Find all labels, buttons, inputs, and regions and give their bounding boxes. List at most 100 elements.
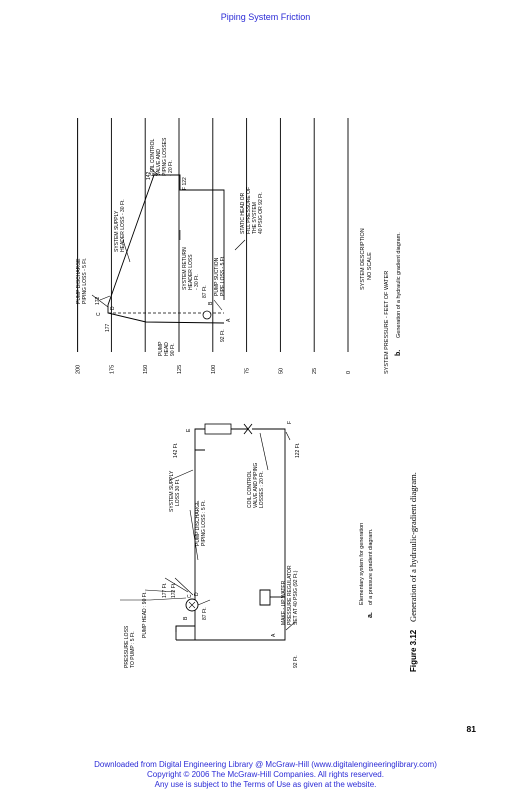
figure-caption-text: Generation of a hydraulic-gradient diagr… <box>408 472 418 622</box>
b-supply-1: SYSTEM SUPPLY <box>114 210 120 252</box>
leader-static-b <box>234 239 246 251</box>
b-pump-head-3: 90 Ft. <box>170 343 176 356</box>
b-v122: F 122 <box>182 177 188 190</box>
page-number: 81 <box>466 724 476 734</box>
b-v177: 177 <box>105 323 111 332</box>
b-suction-1: PUMP SUCTION <box>214 257 220 296</box>
pressure-tick-labels: 0 25 50 75 100 125 150 175 200 <box>76 365 352 374</box>
label-discharge-2: PIPING LOSS : 5 Ft. <box>201 500 207 546</box>
label-coil-3: LOSSES : 20 Ft. <box>259 471 265 508</box>
tick-label-0: 0 <box>346 371 352 374</box>
b-coil-4: - 20 Ft. <box>168 160 174 176</box>
tick-label-125: 125 <box>177 365 183 374</box>
b-point-d: D <box>110 306 116 310</box>
b-point-b: B <box>208 301 214 305</box>
label-supply-1: SYSTEM SUPPLY <box>169 470 175 512</box>
label-makeup-2: PRESSURE REGULATOR <box>287 565 293 625</box>
leader-supply <box>169 469 194 481</box>
point-f: F <box>287 421 293 424</box>
leader-pressure-loss <box>120 597 187 601</box>
leader-discharge <box>189 509 199 561</box>
leader-supply-b <box>122 239 131 263</box>
b-point-c: C <box>96 312 102 316</box>
makeup-regulator-symbol <box>259 589 271 606</box>
footer-line-1: Downloaded from Digital Engineering Libr… <box>94 760 437 769</box>
pipe-inlet <box>175 625 195 640</box>
b-static-1: STATIC HEAD OR <box>240 192 246 234</box>
footer-line-2: Copyright © 2006 The McGraw-Hill Compani… <box>147 770 384 779</box>
figure-caption: Figure 3.12 Generation of a hydraulic-gr… <box>408 472 418 672</box>
label-122: 122 Ft. <box>295 442 301 458</box>
point-c: C <box>187 594 193 598</box>
running-header: Piping System Friction <box>220 12 311 22</box>
label-discharge-1: PUMP DISCHARGE <box>195 500 201 546</box>
b-axis-label: SYSTEM PRESSURE - FEET OF WATER <box>384 271 390 374</box>
label-142: 142 Ft. <box>173 442 179 458</box>
b-point-a: A <box>226 318 232 322</box>
b-discharge-2: PIPING LOSS - 5 Ft. <box>82 258 88 304</box>
footer: Downloaded from Digital Engineering Libr… <box>0 760 531 790</box>
leader-87 <box>197 599 211 606</box>
leader-pump-head <box>144 589 176 593</box>
coil-symbol <box>204 423 232 435</box>
pump-mark <box>188 601 196 609</box>
label-coil-1: COIL CONTROL <box>247 470 253 508</box>
b-v92: 92 Ft. <box>220 329 226 342</box>
diagram-a: PRESSURE LOSS TO PUMP : 5 Ft. PUMP HEAD … <box>120 421 374 668</box>
tick-label-50: 50 <box>278 368 284 374</box>
tick-label-75: 75 <box>245 368 251 374</box>
point-d: D <box>194 592 200 596</box>
label-172: 172 Ft. <box>171 582 177 598</box>
figure-caption-label: Figure 3.12 <box>409 629 418 672</box>
b-static-2: FILL PRESSURE OF <box>246 187 252 234</box>
tick-label-25: 25 <box>312 368 318 374</box>
gradient-line <box>107 174 225 324</box>
b-pump-head-1: PUMP <box>158 341 164 356</box>
b-coil-1: COIL CONTROL <box>150 138 156 176</box>
pipe-to-coil <box>194 428 205 450</box>
label-87: 87 Ft. <box>202 607 208 620</box>
b-supply-2: HEADER LOSS - 30 Ft. <box>120 199 126 252</box>
label-pressure-loss-1: PRESSURE LOSS <box>124 625 130 668</box>
point-b: B <box>183 616 189 620</box>
b-pump-head-2: HEAD <box>164 342 170 356</box>
pump-symbol-b <box>202 310 212 320</box>
tick-label-200: 200 <box>76 365 82 374</box>
leader-suction-b <box>213 299 223 311</box>
b-coil-2: VALVE AND <box>156 149 162 176</box>
diagram-b-caption: Generation of a hydraulic gradient diagr… <box>396 232 402 338</box>
tick-label-175: 175 <box>109 365 115 374</box>
footer-line-3: Any use is subject to the Terms of Use a… <box>154 780 377 789</box>
b-return-1: SYSTEM RETURN <box>182 247 188 290</box>
label-92: 92 Ft. <box>293 655 299 668</box>
leader-c <box>99 295 111 301</box>
tick-label-150: 150 <box>143 365 149 374</box>
diagram-b: 0 25 50 75 100 125 150 175 200 PUMP DISCHARGE PI… <box>76 118 402 374</box>
leader-coil <box>259 432 269 471</box>
leader-discharge-b <box>91 294 109 308</box>
label-makeup-3: SET AT 40 PSIG (92 Ft.) <box>293 570 299 625</box>
tick-label-100: 100 <box>211 365 217 374</box>
label-177: 177 Ft. <box>162 582 168 598</box>
b-v87: 87 Ft. <box>202 285 208 298</box>
b-suction-2: PIPE LOSS - 5 Ft. <box>220 255 226 296</box>
b-static-3: THE SYSTEM <box>252 202 258 234</box>
b-static-4: 40 PSIG OR 92 Ft. <box>258 192 264 234</box>
control-valve-symbol <box>243 423 253 435</box>
leader-coil-b <box>149 167 159 176</box>
pipe-return <box>176 428 286 641</box>
point-a: A <box>271 633 277 637</box>
diagram-a-sublabel: a. <box>367 612 374 618</box>
diagram-a-description-1: Elementary system for generation <box>359 523 365 605</box>
diagram-b-sublabel: b. <box>395 350 402 356</box>
label-supply-2: LOSS 30 Ft. <box>175 478 181 506</box>
b-discharge-1: PUMP DISCHARGE <box>76 258 82 304</box>
b-point-e: E <box>152 172 158 176</box>
b-return-3: - 30 Ft. <box>194 274 200 290</box>
leader-92 <box>285 621 296 631</box>
label-coil-2: VALVE AND PIPING <box>253 463 259 508</box>
b-v172: 172 <box>95 296 101 305</box>
leader-172 <box>174 577 194 596</box>
diagram-a-description-2: of a pressure gradient diagram. <box>368 528 374 605</box>
